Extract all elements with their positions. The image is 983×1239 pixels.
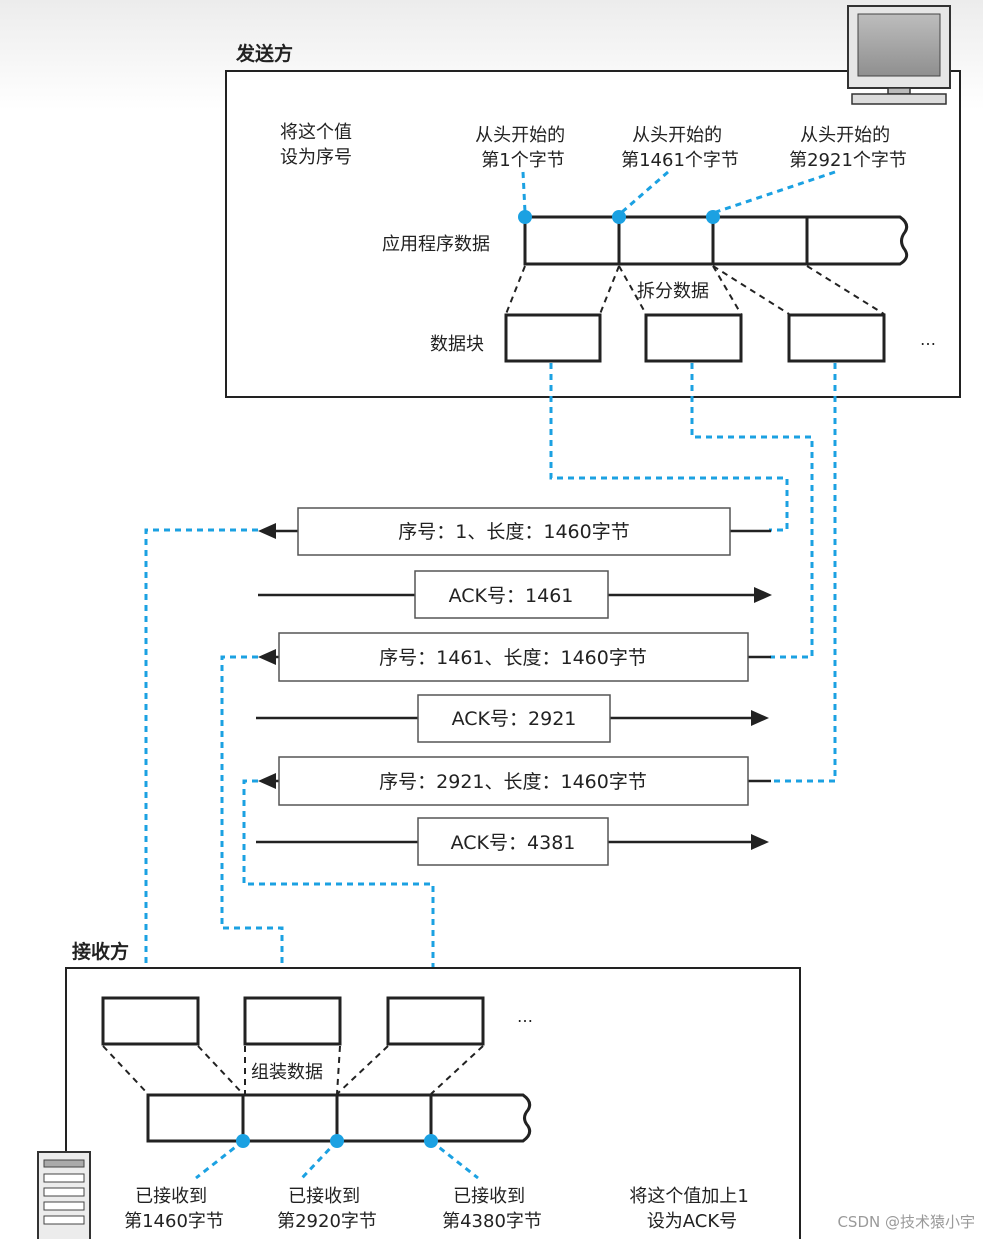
route-chunk-1-to-packet-1 [549,363,789,532]
byte-label-1: 从头开始的 第1个字节 [475,125,571,171]
byte-label-3-line-2: 第2921个字节 [789,150,907,171]
chunks-label: 数据块 [430,334,484,355]
received-block-1 [101,996,200,1046]
packet-5-label: 序号：2921、长度：1460字节 [379,771,647,793]
server-tower-icon [37,1151,91,1239]
received-label-3-line-2: 第4380字节 [442,1211,542,1232]
route-chunk-2-to-packet-3 [690,363,814,659]
packet-4-label: ACK号：2921 [452,708,577,730]
packet-3-label: 序号：1461、长度：1460字节 [379,647,647,669]
receiver-note: 将这个值加上1 设为ACK号 [629,1186,754,1232]
app-data-label: 应用程序数据 [382,234,490,255]
receiver-note-line-2: 设为ACK号 [647,1211,737,1232]
receiver-title: 接收方 [72,940,129,963]
packet-1-label: 序号：1、长度：1460字节 [398,521,629,543]
data-chunk-3 [787,313,886,363]
receiver-note-line-1: 将这个值加上1 [629,1186,748,1207]
assemble-label: 组装数据 [251,1062,323,1083]
received-pointer-2 [300,1139,339,1180]
received-block-2 [243,996,342,1046]
packet-ack-2: ACK号：2921 [256,694,769,743]
packet-2-label: ACK号：1461 [449,585,574,607]
received-label-1: 已接收到 第1460字节 [124,1186,224,1232]
byte-dot-3 [706,210,720,224]
received-label-3: 已接收到 第4380字节 [442,1186,542,1232]
packet-seq-2: 序号：1461、长度：1460字节 [258,632,771,682]
byte-pointer-1 [521,171,527,213]
byte-dot-2 [612,210,626,224]
received-block-3 [386,996,485,1046]
packet-6-label: ACK号：4381 [451,832,576,854]
byte-label-3: 从头开始的 第2921个字节 [789,125,907,171]
received-label-2-line-2: 第2920字节 [277,1211,377,1232]
receiver-ellipsis: … [517,1007,533,1026]
sender-title: 发送方 [235,42,293,65]
computer-monitor-icon [847,5,951,105]
watermark: CSDN @技术猿小宇 [837,1213,975,1231]
sender-ellipsis: … [920,330,936,349]
packet-ack-3: ACK号：4381 [256,817,769,866]
assemble-lines [102,1045,484,1095]
data-chunk-2 [644,313,743,363]
packet-ack-1: ACK号：1461 [258,570,772,619]
received-pointer-1 [195,1139,244,1180]
received-label-2: 已接收到 第2920字节 [277,1186,377,1232]
byte-label-2-line-1: 从头开始的 [632,125,722,146]
assembled-strip [146,1093,532,1143]
byte-dot-1 [518,210,532,224]
packet-seq-3: 序号：2921、长度：1460字节 [258,756,771,806]
split-lines [505,265,885,315]
route-packet-5-to-receive-3 [242,779,435,982]
received-label-2-line-1: 已接收到 [288,1186,360,1207]
packet-seq-1: 序号：1、长度：1460字节 [258,507,771,556]
sender-note-line-2: 设为序号 [280,147,352,168]
sender-note: 将这个值 设为序号 [280,122,358,168]
byte-label-3-line-1: 从头开始的 [800,125,890,146]
received-label-1-line-1: 已接收到 [135,1186,207,1207]
received-pointer-3 [430,1139,479,1180]
route-packet-3-to-receive-2 [220,655,284,982]
sender-note-line-1: 将这个值 [280,122,352,143]
byte-label-2: 从头开始的 第1461个字节 [621,125,739,171]
byte-label-2-line-2: 第1461个字节 [621,150,739,171]
byte-pointer-3 [715,170,836,214]
split-label: 拆分数据 [637,281,709,302]
byte-label-1-line-1: 从头开始的 [475,125,565,146]
received-label-1-line-2: 第1460字节 [124,1211,224,1232]
app-data-strip [523,215,909,266]
byte-label-1-line-2: 第1个字节 [481,150,564,171]
received-label-3-line-1: 已接收到 [453,1186,525,1207]
data-chunk-1 [504,313,602,363]
route-packet-1-to-receive-1 [144,528,258,982]
route-chunk-3-to-packet-5 [770,363,837,783]
